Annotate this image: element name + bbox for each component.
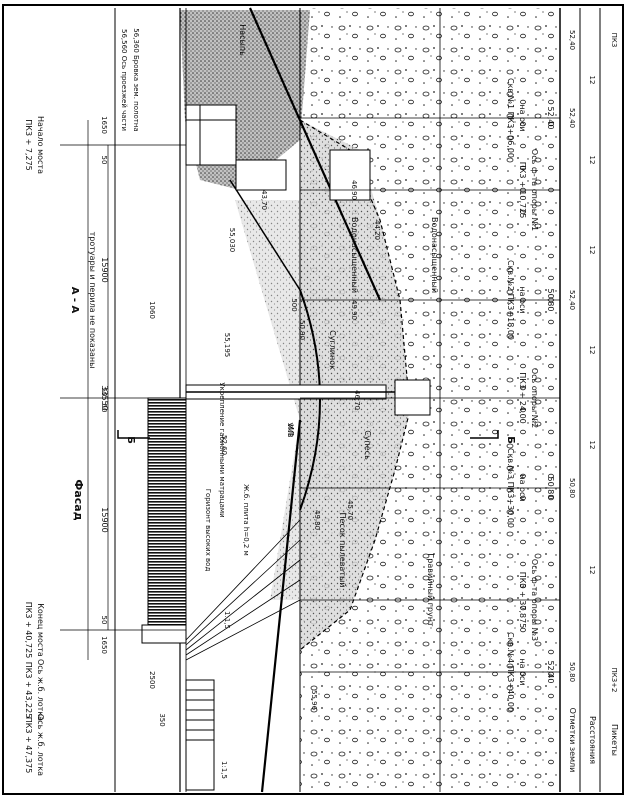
well-elev: 50,80: [546, 477, 555, 500]
pier-2: [185, 379, 431, 416]
pier-text: Ось ф-та опоры №1: [530, 149, 539, 231]
well-text: на оси: [518, 658, 527, 685]
table-header: Пикеты: [610, 724, 619, 756]
note: 2500: [148, 671, 156, 689]
distance: 12: [588, 76, 596, 85]
note: 500: [290, 298, 298, 311]
ground-elev: 52,40: [568, 30, 576, 50]
approach-slab: [185, 679, 215, 791]
axis-lines: [60, 117, 560, 673]
well-pk: Скв.№2 ПК3+18,00: [506, 260, 515, 340]
elevation-mark: 49,90: [350, 300, 358, 320]
note: Укрепление габионными матрацами: [218, 382, 226, 517]
distance: 12: [588, 246, 596, 255]
soil-label: ИЛ: [286, 424, 295, 436]
dim-span-1: 15900: [100, 257, 109, 282]
elevation-mark: 49,80: [313, 510, 321, 530]
elevation-mark: 45,70: [346, 500, 354, 520]
dim-gap: 50: [100, 388, 108, 397]
ground-elev: 52,40: [568, 290, 576, 310]
pier-pk: ПК3 + 37,875: [518, 572, 527, 629]
well-pk: Скв.№4 ПК3+40,00: [506, 632, 515, 712]
soil-label: Водонасыщенный: [350, 217, 359, 293]
note: Горизонт высоких вод: [204, 489, 212, 572]
drawing-frame: [2, 4, 624, 795]
facade-railing: [147, 397, 187, 629]
soil-label: Гравийный грунт: [426, 553, 435, 627]
dim-total: 33550: [100, 385, 109, 410]
section-mark-left: Б: [125, 436, 136, 444]
dim-gap: 50: [100, 156, 108, 165]
pier-pk: ПК3 + 24,00: [518, 372, 527, 423]
well-text: на оси: [518, 286, 527, 313]
elevation-mark: 50,90: [298, 320, 306, 340]
distance: 12: [588, 566, 596, 575]
soil-label: Песок пылеватый: [338, 513, 347, 588]
elevation-mark: 56,560 Ось проезжей части: [120, 29, 128, 131]
well-text: на оси: [518, 474, 527, 501]
pier-text: Ось опоры №2: [530, 368, 539, 428]
slab-pk: ПК3 + 47,375: [24, 717, 33, 774]
facade-label: Фасад: [72, 479, 85, 520]
ground-elev: 52,40: [568, 108, 576, 128]
elevation-mark: 55,195: [223, 333, 231, 358]
ground-elev: 50,80: [568, 478, 576, 498]
table-header: Отметки земли: [568, 708, 577, 773]
elevation-mark: 56,360 Бровка зем. полотна: [132, 28, 140, 131]
section-subtitle: тротуары и перила не показаны: [88, 232, 97, 369]
well-text: на оси: [518, 104, 527, 131]
ground-elev: 50,80: [568, 662, 576, 682]
dim-end-1: 1650: [100, 116, 108, 134]
slab-pk: ПК3 + 43,225: [24, 662, 33, 719]
distance: 12: [588, 156, 596, 165]
pier-pk: ПК3 + 10,725: [518, 162, 527, 219]
pier-text: Ось ф-та опоры №3: [530, 559, 539, 641]
pier-text: Начало моста: [36, 116, 45, 174]
elevation-mark: 46,90: [350, 180, 358, 200]
distance: 12: [588, 346, 596, 355]
pier-pk: ПК3 + 7,275: [24, 119, 33, 170]
distance: 12: [588, 441, 596, 450]
note: 1:1,5: [220, 761, 228, 779]
section-arrow: [117, 430, 499, 439]
soil-label: Насыпь: [238, 24, 247, 56]
section-mark-right: Б: [505, 436, 516, 444]
elevation-mark: 55,96: [310, 690, 318, 711]
dim-gap: 50: [100, 616, 108, 625]
dim-span-2: 15900: [100, 507, 109, 532]
section-title: А - А: [69, 287, 80, 314]
table-header: Расстояния: [588, 716, 597, 764]
soil-label: Водонасыщенный: [430, 217, 439, 293]
gabion-slope: [185, 519, 301, 661]
note: 1:1,5: [223, 611, 231, 629]
well-pk: Скв.№1 ПК3+06,00: [506, 78, 515, 158]
dim-end-2: 1650: [100, 636, 108, 654]
elevation-mark: 44,20: [373, 220, 381, 240]
elevation-mark: 55,030: [228, 228, 236, 253]
soil-label: Суглинок: [328, 330, 337, 370]
note: 1060: [148, 301, 156, 319]
elevation-mark: 43,70: [260, 190, 268, 210]
note: УМВ: [286, 422, 294, 437]
picket: ПК3: [610, 33, 618, 48]
slab-text: Ось ж.б. лотка: [36, 659, 45, 721]
well-elev: 52,40: [546, 107, 555, 130]
slab-text: Ось ж.б. лотка: [36, 714, 45, 776]
picket: ПК3+2: [610, 667, 618, 692]
well-elev: 50,80: [546, 289, 555, 312]
well-pk: Скв.№3 ПК3+30,00: [506, 448, 515, 528]
abutment-start: [185, 104, 371, 201]
pier-pk: ПК3 + 40,725: [24, 602, 33, 659]
well-elev: 52,40: [546, 661, 555, 684]
elevation-mark: 52,60: [220, 435, 228, 455]
dim-gap: 50: [100, 404, 108, 413]
note: 350: [158, 713, 166, 726]
pier-text: Конец моста: [36, 603, 45, 657]
elevation-mark: 46,70: [353, 390, 361, 410]
note: Ж.б. плита h=0,2 м: [242, 484, 250, 556]
soil-label: Супесь: [363, 430, 372, 460]
